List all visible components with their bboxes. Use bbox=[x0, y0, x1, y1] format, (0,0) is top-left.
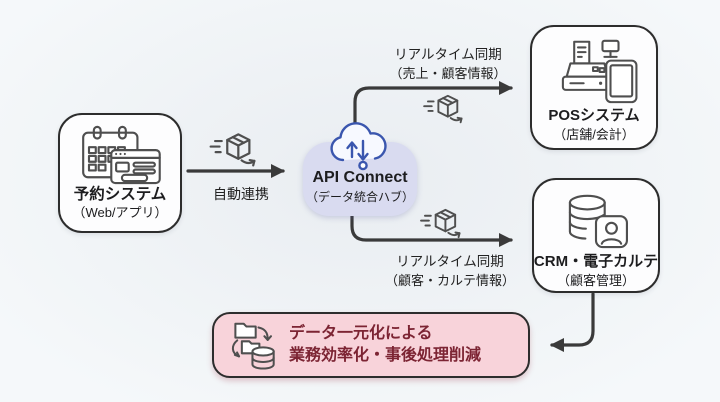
cash-register-tablet-icon bbox=[561, 39, 638, 104]
node-crm: CRM・電子カルテ （顧客管理） bbox=[532, 178, 660, 293]
crm-title: CRM・電子カルテ bbox=[533, 253, 659, 270]
pos-subtitle: （店舗/会計） bbox=[553, 126, 635, 142]
package-icon-auto bbox=[208, 130, 262, 172]
node-pos-system: POSシステム （店舗/会計） bbox=[530, 25, 658, 150]
crm-sync-line2: （顧客・カルテ情報） bbox=[384, 272, 515, 288]
cloud-sync-icon bbox=[330, 122, 387, 171]
arrow-crm-to-outcome bbox=[550, 292, 595, 352]
pos-sync-line1: リアルタイム同期 bbox=[394, 47, 502, 62]
node-reservation-system: 予約システム （Web/アプリ） bbox=[58, 113, 182, 233]
data-consolidation-icon bbox=[231, 322, 275, 370]
outcome-line2: 業務効率化・事後処理削減 bbox=[289, 347, 482, 364]
arrow-api-to-pos bbox=[353, 81, 513, 134]
label-auto-link: 自動連携 bbox=[213, 186, 269, 202]
outcome-text: データ一元化による 業務効率化・事後処理削減 bbox=[289, 323, 481, 366]
outcome-line1: データ一元化による bbox=[289, 325, 433, 343]
arrow-api-to-crm bbox=[350, 208, 513, 247]
package-icon-pos bbox=[422, 92, 468, 128]
pos-title: POSシステム bbox=[548, 107, 640, 124]
pos-sync-line2: （売上・顧客情報） bbox=[389, 65, 507, 81]
outcome-box: データ一元化による 業務効率化・事後処理削減 bbox=[212, 312, 530, 378]
crm-sync-line1: リアルタイム同期 bbox=[396, 254, 504, 269]
hub-api-connect: API Connect （データ統合ハブ） bbox=[303, 122, 417, 216]
package-icon-crm bbox=[419, 206, 466, 243]
label-crm-sync: リアルタイム同期 （顧客・カルテ情報） bbox=[365, 252, 535, 290]
crm-subtitle: （顧客管理） bbox=[556, 272, 635, 288]
api-subtitle: （データ統合ハブ） bbox=[305, 190, 414, 204]
calendar-window-icon bbox=[82, 125, 161, 185]
label-pos-sync: リアルタイム同期 （売上・顧客情報） bbox=[368, 45, 528, 83]
reservation-subtitle: （Web/アプリ） bbox=[72, 205, 168, 221]
database-user-icon bbox=[568, 194, 628, 249]
api-title: API Connect bbox=[312, 169, 408, 186]
reservation-title: 予約システム bbox=[73, 186, 167, 203]
